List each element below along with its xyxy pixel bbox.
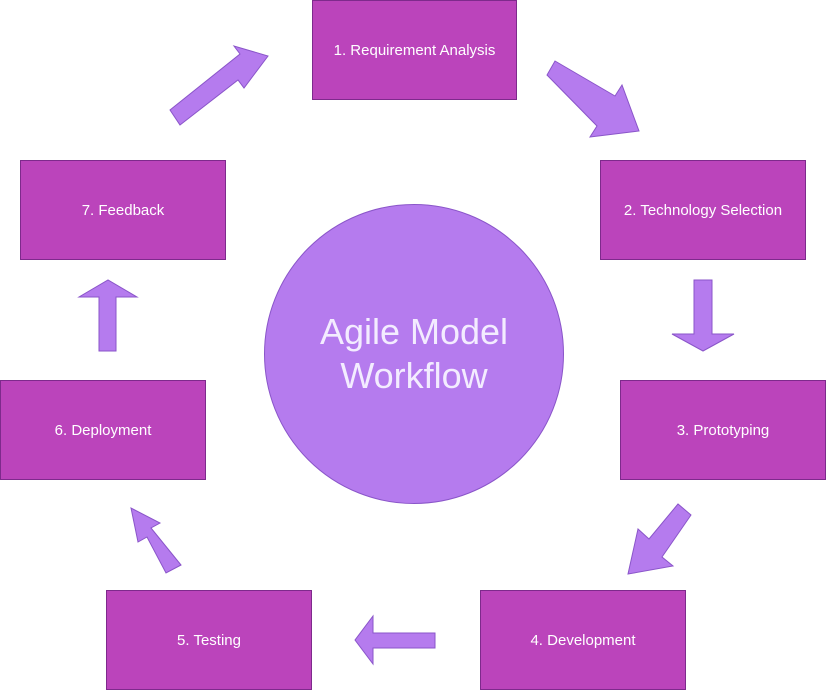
center-circle: Agile Model Workflow bbox=[264, 204, 564, 504]
step-feedback: 7. Feedback bbox=[20, 160, 226, 260]
arrow-requirement-to-technology bbox=[546, 60, 640, 138]
arrow-technology-to-prototyping bbox=[671, 279, 735, 352]
arrow-deployment-to-feedback bbox=[77, 279, 139, 352]
arrow-feedback-to-requirement bbox=[169, 45, 269, 126]
step-prototyping: 3. Prototyping bbox=[620, 380, 826, 480]
step-label: 5. Testing bbox=[177, 631, 241, 649]
step-label: 7. Feedback bbox=[81, 201, 165, 219]
arrow-testing-to-deployment bbox=[130, 507, 182, 574]
arrow-prototyping-to-development bbox=[627, 503, 692, 575]
step-deployment: 6. Deployment bbox=[0, 380, 206, 480]
step-requirement-analysis: 1. Requirement Analysis bbox=[312, 0, 517, 100]
step-development: 4. Development bbox=[480, 590, 686, 690]
step-testing: 5. Testing bbox=[106, 590, 312, 690]
step-technology-selection: 2. Technology Selection bbox=[600, 160, 806, 260]
step-label: 1. Requirement Analysis bbox=[333, 41, 496, 59]
step-label: 3. Prototyping bbox=[676, 421, 770, 439]
center-title: Agile Model Workflow bbox=[319, 311, 509, 396]
arrow-development-to-testing bbox=[354, 614, 436, 666]
step-label: 4. Development bbox=[530, 631, 636, 649]
step-label: 2. Technology Selection bbox=[623, 201, 783, 219]
step-label: 6. Deployment bbox=[54, 421, 152, 439]
